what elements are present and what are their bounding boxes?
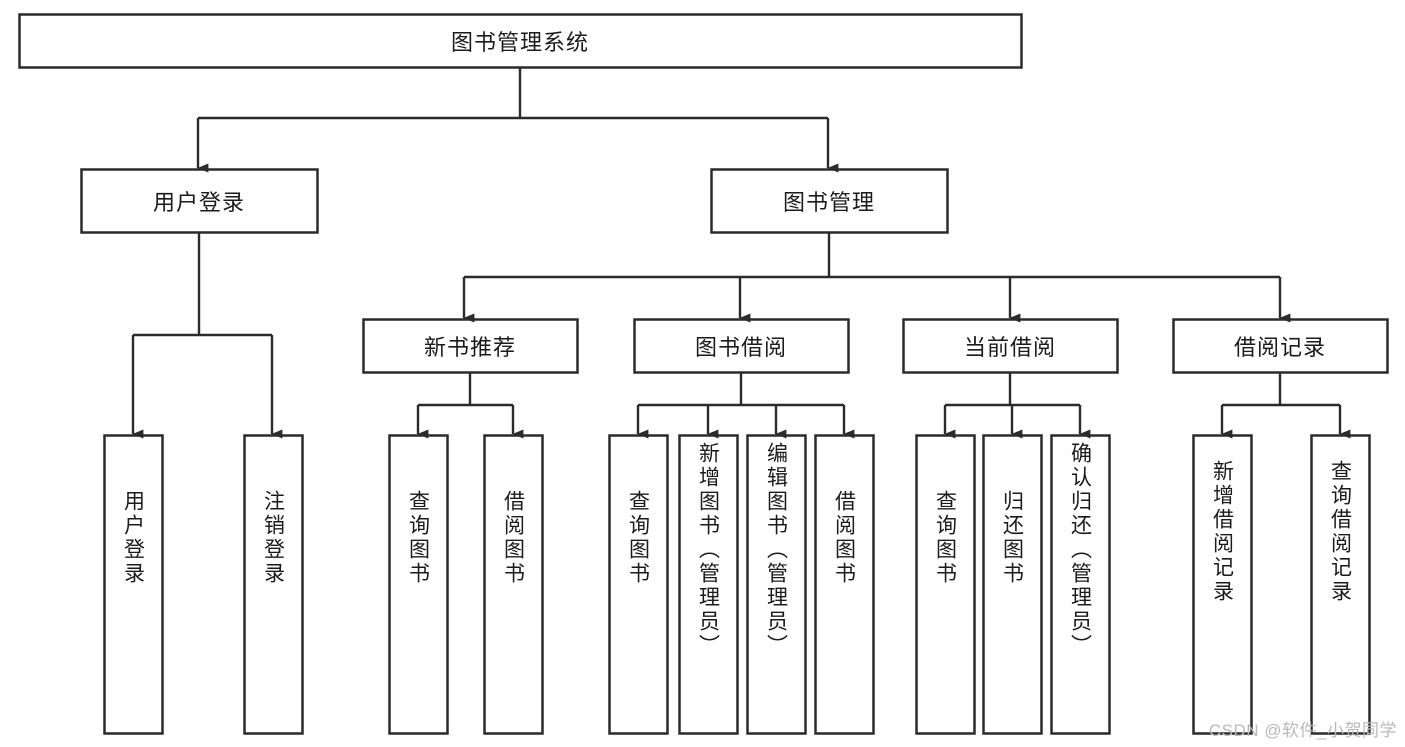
node-leaf-query-record-box[interactable] [1310,434,1371,735]
node-borrow-record-box[interactable] [1172,318,1389,374]
node-leaf-add-book-box[interactable] [678,434,739,735]
node-book-borrow-box[interactable] [633,318,850,374]
node-leaf-query-book-2-box[interactable] [608,434,669,735]
node-current-borrow-box[interactable] [902,318,1119,374]
node-leaf-user-login-box[interactable] [103,434,164,735]
node-leaf-borrow-book-2-box[interactable] [814,434,875,735]
node-leaf-edit-book-box[interactable] [746,434,807,735]
node-leaf-confirm-return-box[interactable] [1050,434,1111,735]
node-leaf-query-book-1-box[interactable] [388,434,449,735]
node-book-management-box[interactable] [710,168,949,234]
node-leaf-query-book-3-box[interactable] [915,434,976,735]
node-leaf-user-logout-box[interactable] [243,434,304,735]
node-leaf-add-record-box[interactable] [1192,434,1253,735]
node-leaf-return-book-box[interactable] [982,434,1043,735]
node-root-box[interactable] [18,13,1023,69]
node-user-login-box[interactable] [80,168,319,234]
node-leaf-borrow-book-1-box[interactable] [483,434,544,735]
node-new-book-recommend-box[interactable] [362,318,579,374]
watermark-text: CSDN @软件_小贺同学 [1208,721,1397,740]
